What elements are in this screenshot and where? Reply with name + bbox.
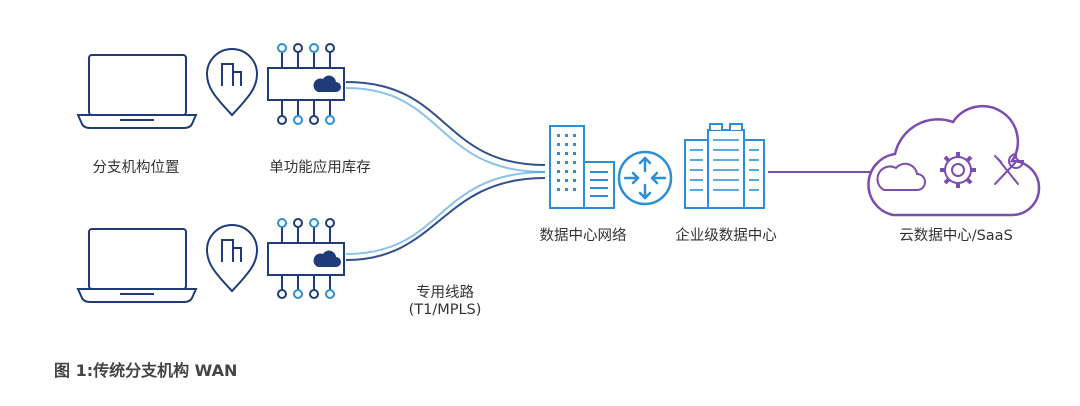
dedicated-line-bottom-outer	[345, 171, 546, 255]
dedicated-line-type-label: (T1/MPLS)	[408, 302, 482, 318]
gear-icon	[940, 152, 976, 188]
location-pin-icon-bottom	[205, 224, 259, 293]
big-cloud-icon	[867, 104, 1041, 217]
mini-cloud-icon-top	[313, 75, 341, 92]
appliance-icon-top	[267, 43, 345, 125]
single-function-apps-label-top: 单功能应用库存	[269, 160, 371, 176]
router-icon	[617, 150, 673, 206]
enterprise-dc-icon	[684, 123, 765, 209]
cloud-saas-icon	[867, 104, 1041, 217]
dedicated-line-bottom	[345, 177, 546, 261]
enterprise-dc-label: 企业级数据中心	[675, 228, 777, 244]
mini-cloud-icon-bottom	[313, 250, 341, 267]
cloud-saas-label: 云数据中心/SaaS	[899, 228, 1013, 244]
location-pin-icon-top	[205, 48, 259, 117]
laptop-icon-top	[76, 54, 198, 129]
appliance-icon-bottom	[267, 218, 345, 299]
tools-icon	[994, 152, 1025, 185]
branch-location-label-top: 分支机构位置	[92, 160, 180, 176]
dedicated-line-top	[345, 81, 546, 166]
dc-network-label: 数据中心网络	[539, 228, 627, 244]
dc-building-icon	[549, 125, 615, 209]
dedicated-line-label: 专用线路	[416, 285, 474, 301]
dedicated-line-top-outer	[345, 87, 546, 173]
laptop-icon-bottom	[76, 228, 198, 303]
small-cloud-icon	[876, 162, 926, 191]
connection-lines	[345, 81, 873, 261]
figure-caption: 图 1:传统分支机构 WAN	[54, 361, 238, 380]
